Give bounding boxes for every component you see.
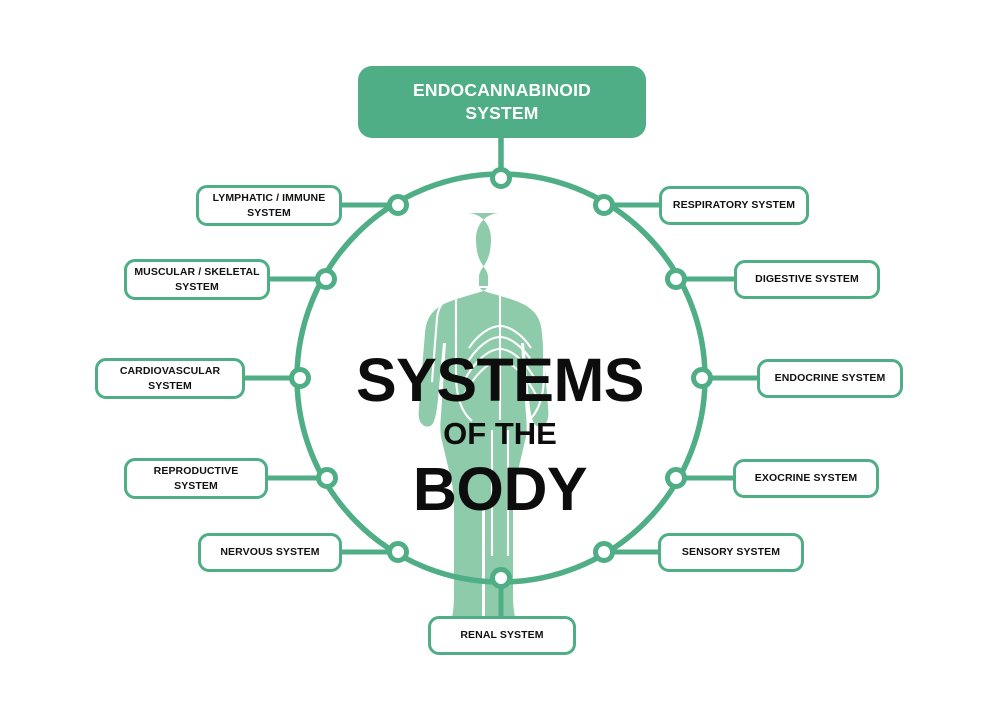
system-box-nervous[interactable]: NERVOUS SYSTEM bbox=[198, 533, 342, 572]
system-box-reproductive-label: REPRODUCTIVE SYSTEM bbox=[153, 465, 239, 492]
circle-nodes bbox=[289, 167, 713, 589]
node-top[interactable] bbox=[490, 167, 512, 189]
node-cardiovascular[interactable] bbox=[289, 367, 311, 389]
system-box-digestive[interactable]: DIGESTIVE SYSTEM bbox=[734, 260, 880, 299]
system-box-lymphatic-immune[interactable]: LYMPHATIC / IMMUNE SYSTEM bbox=[196, 185, 342, 226]
system-box-cardiovascular[interactable]: CARDIOVASCULAR SYSTEM bbox=[95, 358, 245, 399]
node-exocrine[interactable] bbox=[665, 467, 687, 489]
system-box-sensory-label: SENSORY SYSTEM bbox=[681, 546, 781, 559]
system-box-muscular-skeletal[interactable]: MUSCULAR / SKELETAL SYSTEM bbox=[124, 259, 270, 300]
system-box-exocrine[interactable]: EXOCRINE SYSTEM bbox=[733, 459, 879, 498]
system-box-muscular-skeletal-label: MUSCULAR / SKELETAL SYSTEM bbox=[134, 266, 260, 293]
system-box-digestive-label: DIGESTIVE SYSTEM bbox=[755, 273, 859, 286]
system-box-endocrine-label: ENDOCRINE SYSTEM bbox=[774, 372, 886, 385]
system-box-cardiovascular-label: CARDIOVASCULAR SYSTEM bbox=[119, 365, 221, 392]
endocannabinoid-system-header[interactable]: ENDOCANNABINOID SYSTEM bbox=[358, 66, 646, 138]
node-endocrine[interactable] bbox=[691, 367, 713, 389]
system-box-reproductive[interactable]: REPRODUCTIVE SYSTEM bbox=[124, 458, 268, 499]
system-box-respiratory-label: RESPIRATORY SYSTEM bbox=[672, 199, 796, 212]
system-box-nervous-label: NERVOUS SYSTEM bbox=[220, 546, 320, 559]
system-box-respiratory[interactable]: RESPIRATORY SYSTEM bbox=[659, 186, 809, 225]
system-box-exocrine-label: EXOCRINE SYSTEM bbox=[754, 472, 858, 485]
node-muscular-skeletal[interactable] bbox=[315, 268, 337, 290]
node-nervous[interactable] bbox=[387, 541, 409, 563]
node-respiratory[interactable] bbox=[593, 194, 615, 216]
system-box-sensory[interactable]: SENSORY SYSTEM bbox=[658, 533, 804, 572]
node-sensory[interactable] bbox=[593, 541, 615, 563]
node-lymphatic-immune[interactable] bbox=[387, 194, 409, 216]
system-box-endocrine[interactable]: ENDOCRINE SYSTEM bbox=[757, 359, 903, 398]
node-digestive[interactable] bbox=[665, 268, 687, 290]
system-box-renal-label: RENAL SYSTEM bbox=[460, 629, 544, 642]
node-renal[interactable] bbox=[490, 567, 512, 589]
endocannabinoid-system-header-label: ENDOCANNABINOID SYSTEM bbox=[413, 79, 591, 123]
system-box-lymphatic-immune-label: LYMPHATIC / IMMUNE SYSTEM bbox=[212, 192, 326, 219]
node-reproductive[interactable] bbox=[316, 467, 338, 489]
human-body-silhouette bbox=[418, 213, 549, 645]
system-box-renal[interactable]: RENAL SYSTEM bbox=[428, 616, 576, 655]
